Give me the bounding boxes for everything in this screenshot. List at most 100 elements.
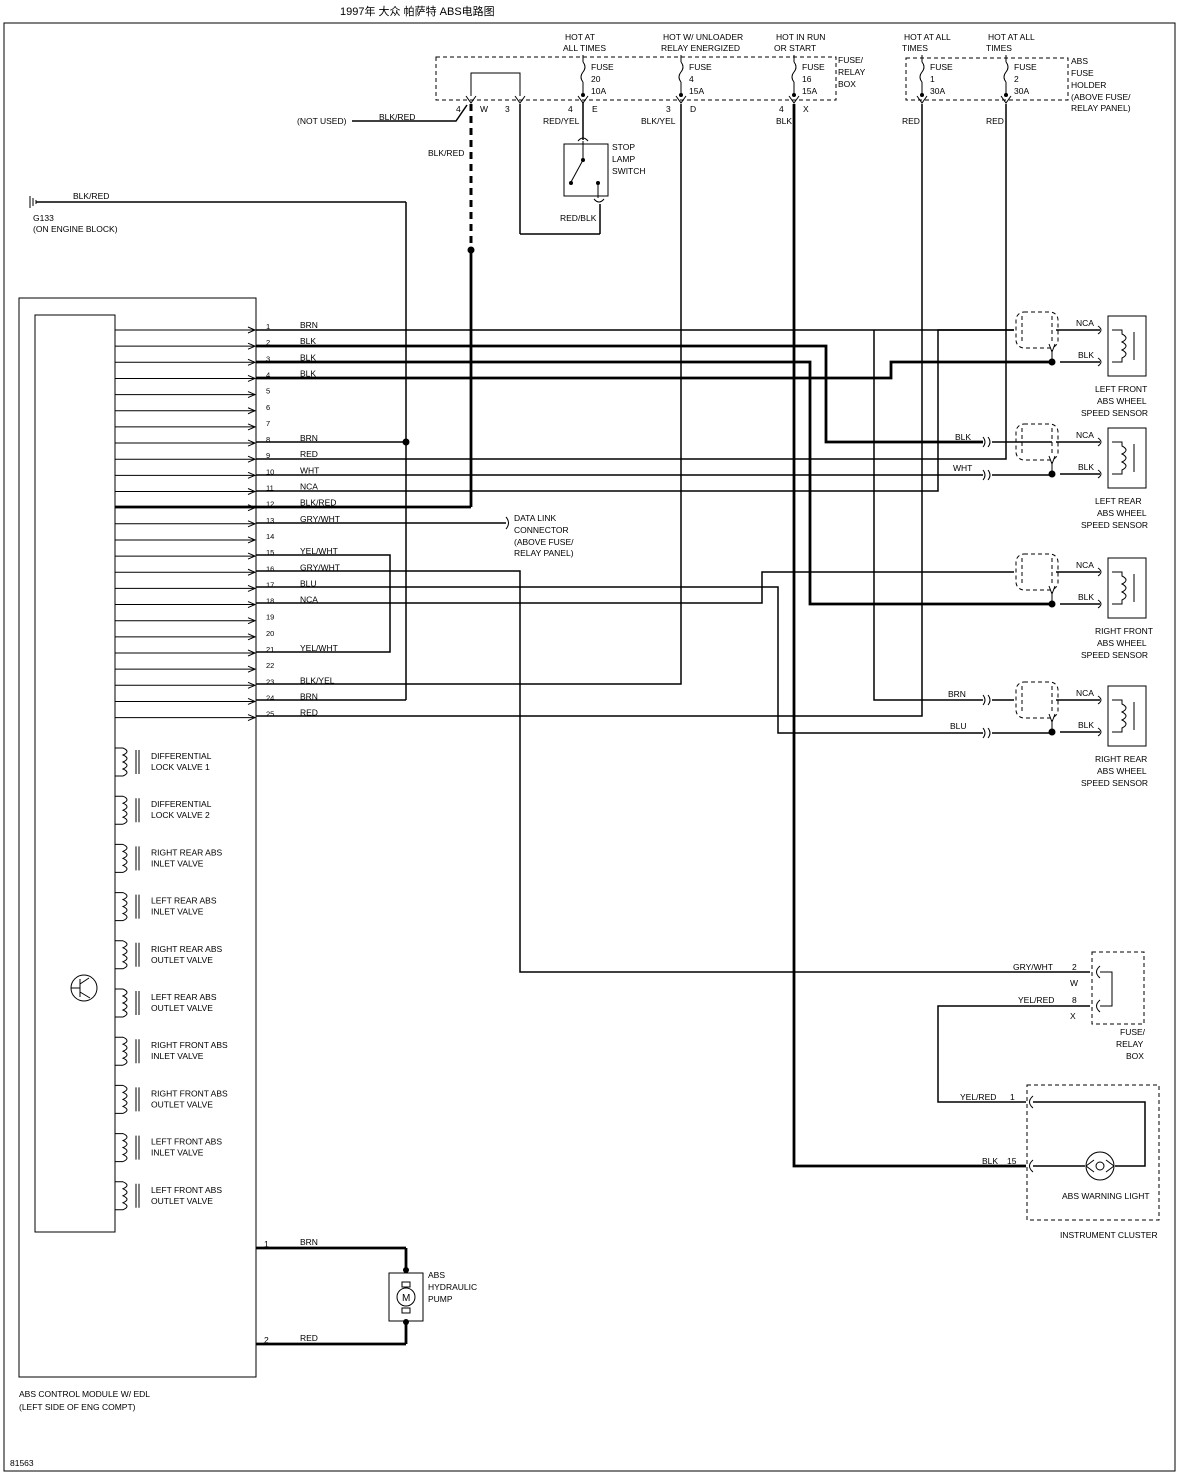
module-name: ABS CONTROL MODULE W/ EDL [19, 1389, 150, 1399]
pin-wire-color: NCA [300, 595, 318, 605]
sensor-name: ABS WHEEL [1097, 638, 1147, 648]
pin-number: 17 [266, 580, 274, 589]
solenoid-coil-icon [115, 843, 140, 873]
fuse-hot-label: RELAY ENERGIZED [661, 43, 740, 53]
pin-number: 14 [266, 532, 274, 541]
blk-red-label: BLK/RED [379, 112, 415, 122]
fuse-icon [791, 61, 797, 83]
pin-number: 3 [266, 354, 270, 363]
fuse-number: 2 [1014, 74, 1019, 84]
fuse-amp: 15A [802, 86, 817, 96]
pin-number: 11 [266, 484, 274, 493]
fuse-icon [919, 61, 925, 83]
sensor-name: SPEED SENSOR [1081, 408, 1148, 418]
sensor-nca-label: NCA [1076, 560, 1094, 570]
lr-wire1-label: BLK [955, 432, 971, 442]
pump-label: PUMP [428, 1294, 453, 1304]
fuse-hot-label: HOT AT ALL [988, 32, 1035, 42]
valve-label: RIGHT FRONT ABS [151, 1088, 228, 1098]
data-link-label: DATA LINK [514, 513, 557, 523]
valve-label: INLET VALVE [151, 1051, 204, 1061]
data-link-connector: DATA LINK CONNECTOR (ABOVE FUSE/ RELAY P… [505, 513, 574, 558]
sensor-blk-label: BLK [1078, 592, 1094, 602]
fuse-hot-label: HOT W/ UNLOADER [663, 32, 743, 42]
fuse-hot-label: HOT IN RUN [776, 32, 825, 42]
pin-number: 20 [266, 629, 274, 638]
sensor-name: SPEED SENSOR [1081, 650, 1148, 660]
terminal-letter: X [803, 104, 809, 114]
motor-icon: M [396, 1287, 416, 1307]
fuse-hot-label: TIMES [902, 43, 928, 53]
sensor-nca-label: NCA [1076, 318, 1094, 328]
warning-light-icon [1085, 1151, 1115, 1181]
pin-number: 16 [266, 564, 274, 573]
solenoid-coil-icon [115, 1036, 140, 1066]
pump-wire: RED [300, 1333, 318, 1343]
valve-label: INLET VALVE [151, 907, 204, 917]
pin-number: 12 [266, 500, 274, 509]
fuse-number: 4 [689, 74, 694, 84]
module-pin-7: 7 [115, 419, 270, 431]
sensor-coil-icon [1112, 699, 1135, 733]
module-pin-22: 22 [115, 661, 274, 673]
sensor-connectors [982, 436, 1052, 739]
valve-label: LOCK VALVE 2 [151, 810, 210, 820]
module-pin-6: 6 [115, 403, 270, 415]
pin-number: 24 [266, 693, 274, 702]
sensor-blk-label: BLK [1078, 462, 1094, 472]
abs-fuse-holder: ABS FUSE HOLDER (ABOVE FUSE/ RELAY PANEL… [905, 56, 1131, 113]
pin-number: 23 [266, 677, 274, 686]
terminal-letter: D [690, 104, 696, 114]
lower-fuse-relay-box: GRY/WHT 2 W YEL/RED 8 X FUSE/ RELAY BOX [1013, 951, 1146, 1061]
pump-label: HYDRAULIC [428, 1282, 477, 1292]
valve-label: LEFT REAR ABS [151, 896, 217, 906]
terminal-pin: 4 [456, 104, 461, 114]
pin-number: 1 [266, 322, 270, 331]
pin-number: 25 [266, 710, 274, 719]
cluster-name: INSTRUMENT CLUSTER [1060, 1230, 1158, 1240]
pin-wire-color: YEL/WHT [300, 643, 338, 653]
valve-label: RIGHT REAR ABS [151, 944, 222, 954]
pin-number: 21 [266, 645, 274, 654]
diagram-title: 1997年 大众 帕萨特 ABS电路图 [340, 4, 495, 18]
pin-number: 18 [266, 597, 274, 606]
fuse-wire-label: RED [986, 116, 1004, 126]
pin-wire-color: BRN [300, 320, 318, 330]
cluster-pin: 15 [1007, 1156, 1017, 1166]
pin-wire-color: RED [300, 449, 318, 459]
data-link-label: (ABOVE FUSE/ [514, 537, 574, 547]
stop-lamp-label: STOP [612, 142, 635, 152]
fuse-name: FUSE [1014, 62, 1037, 72]
fuse-amp: 10A [591, 86, 606, 96]
fuse-name: FUSE [591, 62, 614, 72]
valve-label: INLET VALVE [151, 858, 204, 868]
terminal-letter: E [592, 104, 598, 114]
pin-number: 7 [266, 419, 270, 428]
module-pin-14: 14 [115, 532, 274, 544]
lower-box-wire: GRY/WHT [1013, 962, 1053, 972]
pump-wire: BRN [300, 1237, 318, 1247]
valve-label: RIGHT REAR ABS [151, 847, 222, 857]
pin-wire-color: YEL/WHT [300, 546, 338, 556]
pump-pin: 1 [264, 1239, 269, 1249]
ground-wire-label: BLK/RED [73, 191, 109, 201]
fuse-amp: 30A [1014, 86, 1029, 96]
stop-lamp-switch: STOP LAMP SWITCH RED/BLK [519, 102, 646, 235]
terminal-pin: 3 [505, 104, 510, 114]
stop-lamp-label: SWITCH [612, 166, 646, 176]
lower-box-wire: YEL/RED [1018, 995, 1054, 1005]
sensor-nca-label: NCA [1076, 688, 1094, 698]
